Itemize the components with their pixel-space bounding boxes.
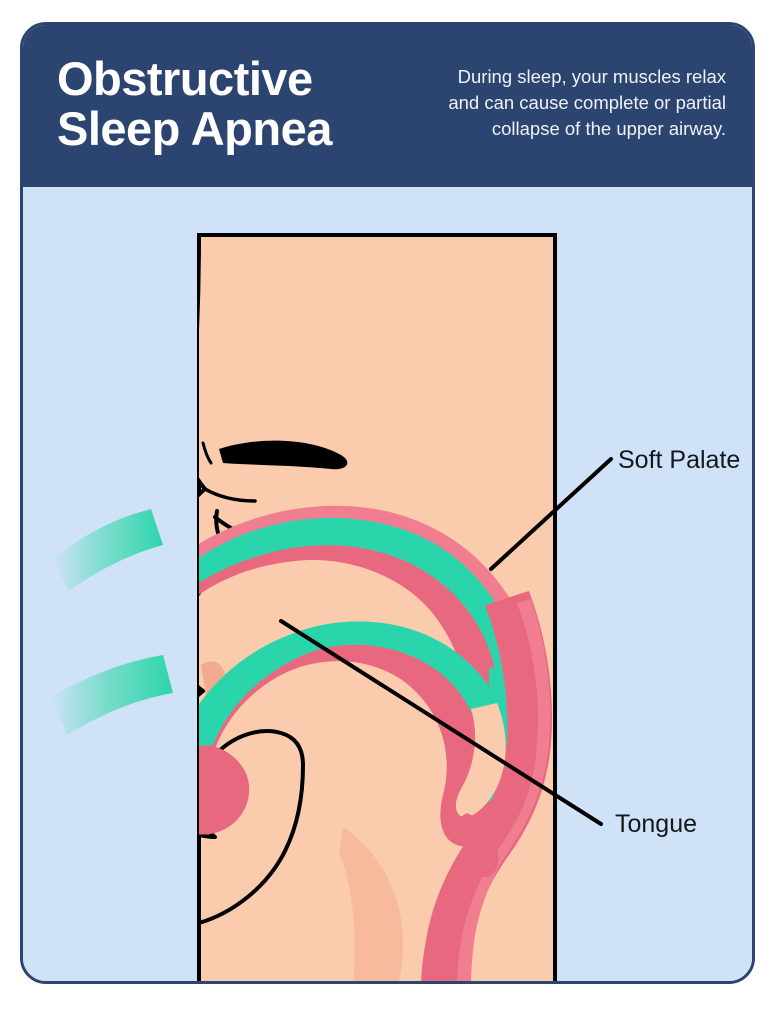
page-title: Obstructive Sleep Apnea: [57, 52, 332, 155]
nasal-airflow-external: [53, 509, 163, 591]
oral-airway-channel: [199, 621, 520, 811]
oral-airflow-external: [51, 655, 173, 735]
chin-shadow: [339, 827, 404, 981]
callout-leaders: [279, 457, 613, 826]
tongue-tip: [199, 745, 250, 835]
tongue-leader-line: [279, 619, 603, 826]
nose-outline: [203, 487, 257, 503]
illustration-area: Soft Palate Tongue: [23, 187, 752, 981]
soft-palate-tissue: [199, 524, 521, 784]
infographic-card: Obstructive Sleep Apnea During sleep, yo…: [20, 22, 755, 984]
external-airflow: [51, 509, 173, 735]
label-tongue: Tongue: [615, 810, 697, 838]
nasal-roof-lining: [199, 505, 541, 749]
soft-palate-leader-line: [489, 457, 613, 571]
label-soft-palate: Soft Palate: [618, 446, 740, 474]
nostril-crease: [201, 441, 213, 465]
card-header: Obstructive Sleep Apnea During sleep, yo…: [23, 25, 752, 187]
pharyngeal-wall: [421, 591, 553, 981]
anatomy-diagram: Soft Palate Tongue: [51, 233, 740, 981]
head-contents: [199, 235, 555, 981]
tongue-tissue: [199, 634, 500, 847]
nasal-airway-channel: [199, 511, 533, 749]
header-subtitle: During sleep, your muscles relax and can…: [448, 65, 726, 140]
pharyngeal-wall-highlight: [457, 599, 551, 981]
epiglottis: [457, 813, 499, 877]
collapsed-airway-gap: [455, 703, 506, 818]
nostril: [219, 440, 348, 470]
callout-labels: Soft Palate Tongue: [615, 446, 740, 838]
